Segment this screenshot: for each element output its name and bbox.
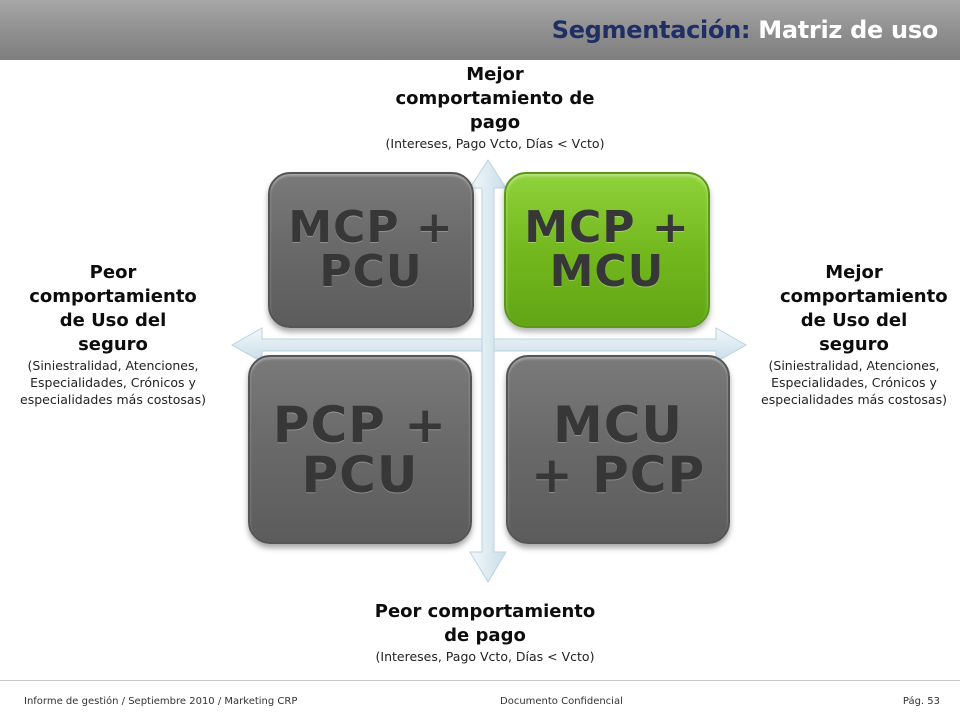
page-title: Segmentación: Matriz de uso [551,16,939,44]
quadrant-mcu-pcp: MCU + PCP [506,355,730,544]
header-bar: Segmentación: Matriz de uso [0,0,960,60]
axis-label-right-sub: (Siniestralidad, Atenciones, Especialida… [761,358,947,407]
axis-label-left-sub: (Siniestralidad, Atenciones, Especialida… [20,358,206,407]
axis-label-right: Mejor comportamiento de Uso del seguro (… [756,261,952,408]
axis-label-bottom-main: Peor comportamiento de pago [374,601,596,646]
axis-label-bottom-sub: (Intereses, Pago Vcto, Días < Vcto) [375,649,595,664]
footer-page-number: Pág. 53 [902,696,940,707]
quadrant-mcp-mcu: MCP + MCU [504,172,710,328]
axis-label-left-main: Peor comportamiento de Uso del seguro [29,262,197,355]
page-title-prefix: Segmentación: [551,16,759,44]
vertical-double-arrow [469,159,507,583]
footer-divider [0,680,960,681]
axis-label-bottom: Peor comportamiento de pago (Intereses, … [340,600,630,665]
axis-label-right-main: Mejor comportamiento de Uso del seguro [780,262,948,355]
footer-report-info: Informe de gestión / Septiembre 2010 / M… [24,696,298,707]
axis-label-top-sub: (Intereses, Pago Vcto, Días < Vcto) [385,136,605,151]
quadrant-pcp-pcu: PCP + PCU [248,355,472,544]
axis-label-top-main: Mejor comportamiento de pago [395,64,595,133]
page-title-main: Matriz de uso [758,16,938,44]
axis-label-top: Mejor comportamiento de pago (Intereses,… [350,63,640,152]
axis-label-left: Peor comportamiento de Uso del seguro (S… [8,261,218,408]
quadrant-mcp-pcu: MCP + PCU [268,172,474,328]
footer-confidential: Documento Confidencial [500,696,623,707]
